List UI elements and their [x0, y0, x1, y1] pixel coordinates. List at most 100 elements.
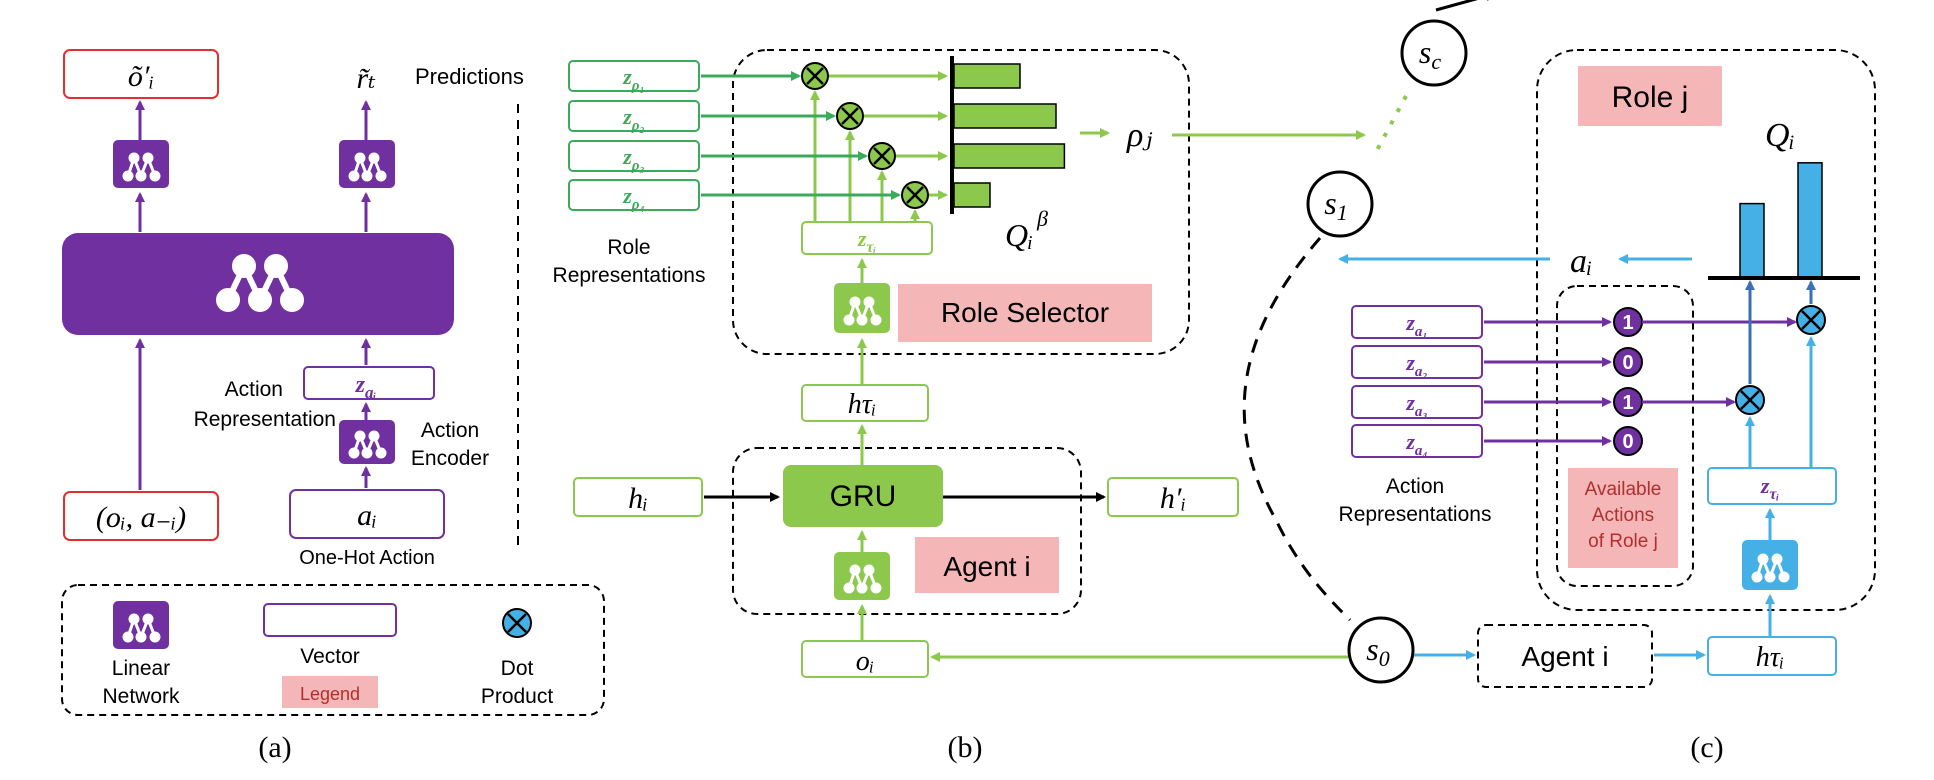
role-bar: [953, 143, 1066, 169]
state-s-0: [1347, 616, 1415, 684]
predicted-obs-box: [63, 49, 219, 99]
q-bar: [1739, 202, 1765, 279]
dot-product-icon: [1796, 305, 1826, 335]
predictions-label: Predictions: [415, 64, 524, 89]
available-actions-label-1: Available: [1585, 479, 1662, 500]
legend-tag: Legend: [300, 684, 360, 704]
availability-value: 1: [1622, 392, 1633, 414]
h-i-prime-label: h′ᵢ: [1160, 482, 1186, 515]
role-selector-frame: [732, 49, 1190, 355]
action-representation-label-2: Representation: [194, 408, 336, 431]
availability-value: 0: [1622, 431, 1633, 453]
available-actions-label-2: Actions: [1592, 505, 1654, 526]
role-vector-label: zρ₄: [622, 183, 645, 213]
availability-value: 1: [1622, 312, 1633, 334]
dashed-trajectory: [1242, 237, 1352, 622]
action-representations-label-1: Action: [1386, 475, 1444, 498]
role-vector: [568, 100, 700, 132]
linear-network-icon: [834, 552, 890, 600]
h-tau-label: hτᵢ: [848, 389, 876, 420]
rho-j-label: ρⱼ: [1126, 117, 1152, 154]
o-i-box: [801, 640, 929, 678]
role-representations-label-2: Representations: [553, 264, 706, 287]
action-vector-label: za₁: [1405, 310, 1427, 340]
action-vector-label: za₃: [1405, 390, 1427, 420]
availability-value: 0: [1622, 352, 1633, 374]
action-encoder-label-2: Encoder: [411, 447, 489, 470]
available-actions-tag-bg: [1568, 468, 1678, 568]
h-tau-label-c: hτᵢ: [1756, 642, 1784, 673]
predicted-obs-label: õ′ᵢ: [128, 60, 154, 93]
linear-network-icon: [339, 420, 395, 464]
z-action-label: zaᵢ: [355, 372, 377, 402]
dotted-link: [1374, 95, 1408, 153]
role-vector: [568, 60, 700, 92]
q-beta-label: Qᵢ: [1005, 217, 1033, 253]
q-beta-superscript: β: [1036, 206, 1048, 231]
available-actions-label-3: of Role j: [1588, 531, 1658, 552]
agent-label-b: Agent i: [943, 551, 1030, 582]
one-hot-action-label: One-Hot Action: [299, 547, 435, 569]
caption-a: (a): [258, 731, 291, 764]
role-vector: [568, 140, 700, 172]
agent-box-c: [1477, 624, 1653, 688]
caption-b: (b): [948, 731, 983, 764]
dot-product-icon: [901, 181, 929, 209]
predicted-reward-label: r̃ₜ: [356, 62, 376, 95]
z-tau-label-c: zτᵢ: [1760, 473, 1780, 503]
panel-c: sc s1 s0 Agent i hτᵢ Role j Qᵢ aᵢ Availa…: [930, 0, 1876, 764]
legend-linear-label-1: Linear: [112, 657, 170, 680]
legend-dot-label-2: Product: [481, 685, 554, 708]
dot-product-icon: [1735, 385, 1765, 415]
legend-frame: [61, 584, 605, 716]
availability-marker: [1613, 426, 1643, 456]
one-hot-action-box: [289, 489, 445, 539]
shared-network-block: [62, 233, 454, 335]
role-representations-label-1: Role: [607, 236, 650, 259]
z-tau-label: zτᵢ: [857, 226, 877, 256]
h-i-box: [573, 477, 703, 517]
agent-label-c: Agent i: [1521, 641, 1608, 672]
h-i-label: hᵢ: [628, 482, 648, 515]
agent-tag-bg-b: [915, 537, 1059, 593]
q-bar: [1797, 162, 1823, 279]
role-bar: [953, 63, 1021, 89]
q-bars: [1739, 162, 1823, 279]
linear-network-icon: [113, 601, 169, 649]
panel-a: õ′ᵢ r̃ₜ Predictions: [61, 49, 605, 764]
availability-marker: [1613, 347, 1643, 377]
role-j-label: Role j: [1612, 81, 1689, 114]
legend-linear-label-2: Network: [102, 685, 180, 708]
action-vector: [1351, 305, 1483, 339]
role-bar: [953, 182, 991, 208]
o-i-label: oᵢ: [856, 646, 874, 677]
legend-vector-label: Vector: [300, 645, 360, 668]
action-vector-label: za₂: [1405, 350, 1427, 380]
action-representation-label-1: Action: [225, 378, 283, 401]
gru-block: [783, 465, 943, 527]
state-s-c-label: sc: [1419, 34, 1441, 74]
role-selector-tag-bg: [898, 284, 1152, 342]
input-obs-box: [63, 491, 219, 541]
legend: Linear Network Vector Legend Dot Product: [61, 584, 605, 716]
dot-product-icon: [502, 608, 532, 638]
action-vector: [1351, 385, 1483, 419]
linear-network-icon: [1742, 540, 1798, 590]
action-encoder-label-1: Action: [421, 419, 479, 442]
role-j-tag-bg: [1578, 66, 1722, 126]
z-tau-vector-c: [1707, 467, 1837, 505]
z-action-vector: [303, 366, 435, 400]
input-obs-label: (oᵢ, a₋ᵢ): [96, 501, 186, 534]
a-i-label: aᵢ: [1570, 243, 1592, 280]
dot-product-icon: [836, 102, 864, 130]
legend-dot-label-1: Dot: [501, 657, 534, 680]
h-i-prime-box: [1107, 477, 1239, 517]
available-actions-frame: [1556, 285, 1694, 587]
role-vector-label: zρ₂: [622, 104, 645, 134]
role-selector-label: Role Selector: [941, 297, 1109, 328]
state-s-1-label: s1: [1324, 185, 1347, 225]
